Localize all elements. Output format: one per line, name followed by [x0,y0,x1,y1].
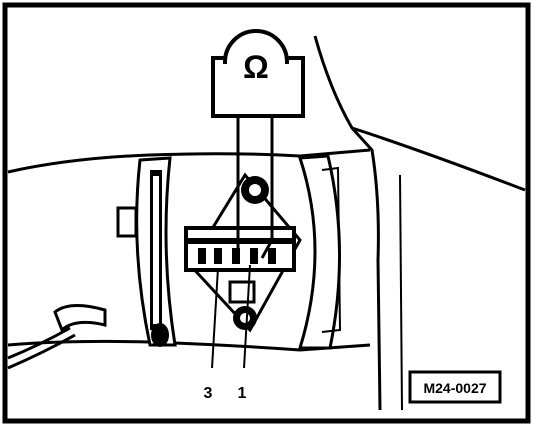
figure-code: M24-0027 [423,380,486,396]
connector-pins [198,248,276,264]
body-panel-seam [399,174,403,411]
right-flange-band [321,166,342,333]
ohmmeter: Ω [211,29,305,118]
callout-leader-1 [243,264,251,369]
body-panel-line [351,126,526,192]
connector-pin [232,248,240,264]
ohmmeter-face [220,64,296,114]
connector-ridge [186,238,294,244]
connector-pin [214,248,222,264]
mounting-bracket [116,206,138,238]
probe-lead-right [260,116,274,259]
intake-duct-top [7,148,371,174]
hose-line-1 [7,326,71,360]
housing-right-flange [297,154,341,350]
hose-clip [53,304,107,333]
connector-pin [268,248,276,264]
hose-line-2 [7,333,76,370]
callout-label-1: 1 [238,385,247,402]
callout-label-3: 3 [204,385,213,402]
ohmmeter-sides [211,58,305,116]
ohm-symbol: Ω [243,49,269,85]
callout-leader-3 [211,267,219,369]
connector-pin [198,248,206,264]
connector-pin [250,248,258,264]
sensor-top-bolt-hole [249,184,261,196]
clamp-screw [151,323,169,347]
figure-code-box [408,370,502,404]
sensor-bottom-bolt-hole [240,313,250,323]
sensor-lower-tab [228,280,256,304]
flange-clamp-slot [153,176,159,324]
body-panel-edge [313,35,382,411]
